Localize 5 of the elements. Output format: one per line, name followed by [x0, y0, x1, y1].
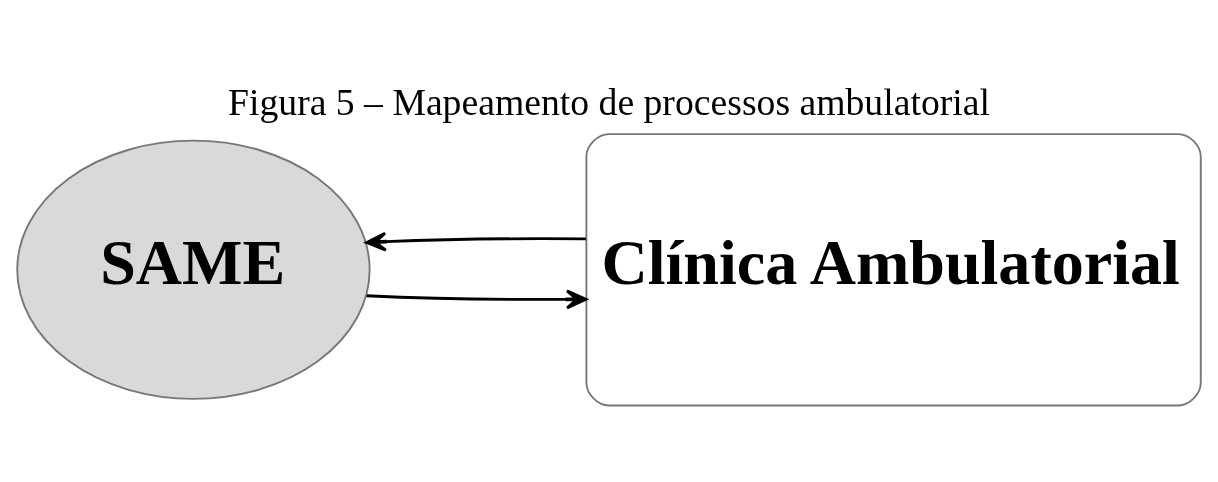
node-box: Clínica Ambulatorial — [585, 132, 1202, 406]
arrow — [365, 231, 586, 252]
arrow — [366, 289, 588, 309]
diagram-title: Figura 5 – Mapeamento de processos ambulatorial — [228, 80, 990, 123]
node-ellipse: SAME — [16, 139, 371, 400]
